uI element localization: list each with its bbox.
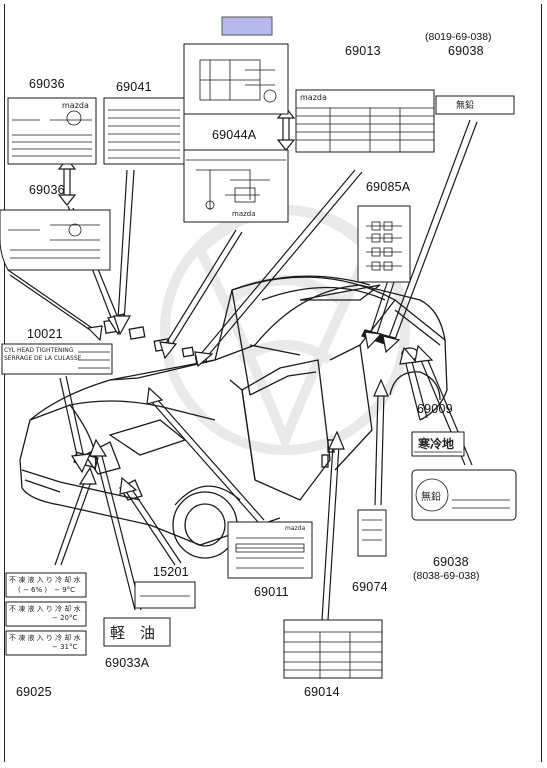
part-number-69033a: 69033A xyxy=(105,656,150,670)
coolant-text-1: 不 凍 液 入 り 冷 却 水 xyxy=(9,576,81,584)
header-highlight-box xyxy=(221,16,273,36)
page-frame xyxy=(4,4,542,762)
unleaded-label-small xyxy=(435,95,515,115)
id-plate-69011 xyxy=(227,521,313,579)
part-number-15201: 15201 xyxy=(153,565,189,579)
part-number-69036-top: 69036 xyxy=(29,77,65,91)
part-number-69041: 69041 xyxy=(116,80,152,94)
label-15201 xyxy=(134,581,196,609)
coolant-temp-1: ( − 6% ) − 9°C xyxy=(18,586,76,594)
cyl-head-text-1: CYL HEAD TIGHTENING xyxy=(4,347,74,354)
unleaded-text-large: 無鉛 xyxy=(421,492,441,503)
mazda-text-69036: mazda xyxy=(62,101,89,110)
car-outline xyxy=(19,275,448,559)
mazda-text-69013: mazda xyxy=(300,93,327,102)
coolant-label-1 xyxy=(5,572,87,598)
label-boxes xyxy=(0,43,517,679)
mazda-text-69011: mazda xyxy=(285,525,306,532)
part-number-69044a: 69044A xyxy=(212,128,257,142)
part-number-69025: 69025 xyxy=(16,685,52,699)
cold-region-text: 寒冷地 xyxy=(418,437,455,451)
light-oil-text: 軽 油 xyxy=(110,624,156,642)
part-number-10021: 10021 xyxy=(27,327,63,341)
label-details xyxy=(8,59,510,678)
part-number-69014: 69014 xyxy=(304,685,340,699)
part-number-69038-top: 69038 xyxy=(448,44,484,58)
unleaded-text-small: 無鉛 xyxy=(456,101,475,111)
alt-number-bottom: (8038-69-038) xyxy=(413,570,480,582)
alt-number-top: (8019-69-038) xyxy=(425,31,492,43)
coolant-label-2 xyxy=(5,601,87,627)
part-number-69038-bottom: 69038 xyxy=(433,555,469,569)
part-number-69011: 69011 xyxy=(254,585,289,599)
spark-plug-label-69085a xyxy=(357,205,411,283)
coolant-text-2: 不 凍 液 入 り 冷 却 水 xyxy=(9,605,81,613)
light-oil-label-69033a xyxy=(103,617,171,647)
caution-label-69036 xyxy=(7,97,97,165)
part-number-69009: 69009 xyxy=(417,402,453,416)
label-69074 xyxy=(357,509,387,557)
tire-pressure-label-69014 xyxy=(283,619,383,679)
unleaded-label-large xyxy=(411,469,517,521)
coolant-temp-2: − 20°C xyxy=(52,614,78,622)
cyl-head-label-10021 xyxy=(1,343,113,375)
part-number-69074: 69074 xyxy=(352,580,388,594)
mazda-text-69044a: mazda xyxy=(232,210,256,218)
cyl-head-text-2: SERRAGE DE LA CULASSE xyxy=(4,355,82,362)
part-number-69036-middle: 69036 xyxy=(29,183,65,197)
vacuum-diagram-label-69044a xyxy=(183,149,289,223)
spec-label-69013 xyxy=(295,89,435,153)
coolant-temp-3: − 31°C xyxy=(52,643,78,651)
coolant-label-3 xyxy=(5,630,87,656)
caution-label-69041 xyxy=(103,97,185,165)
part-number-69085a: 69085A xyxy=(366,180,411,194)
arrowheads xyxy=(57,107,434,495)
part-number-69013: 69013 xyxy=(345,44,381,58)
coolant-text-3: 不 凍 液 入 り 冷 却 水 xyxy=(9,634,81,642)
